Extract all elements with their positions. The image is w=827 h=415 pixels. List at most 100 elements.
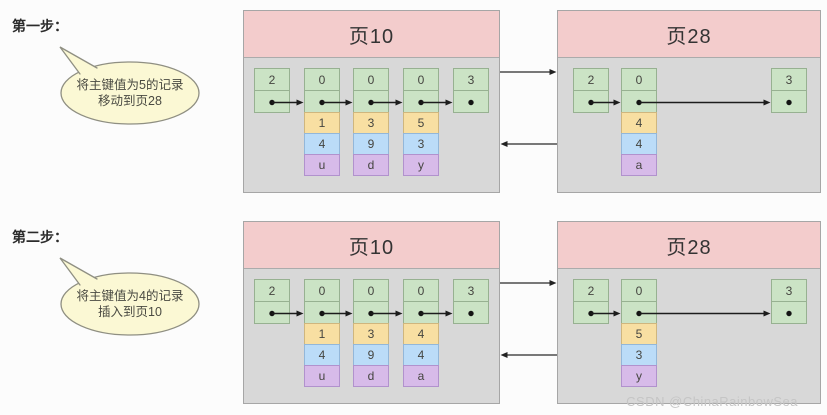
record-column: 0 4 4 a [403, 279, 439, 387]
record-type-cell: 0 [304, 279, 340, 302]
step1-label: 第一步： [12, 18, 68, 34]
record-type-cell: 3 [771, 279, 807, 302]
record-column: 0 5 3 y [403, 68, 439, 176]
speech-bubble-text: 将主键值为5的记录 移动到页28 [60, 77, 200, 109]
page-title: 页28 [666, 25, 712, 48]
third-column-cell: a [621, 154, 657, 176]
primary-key-cell: 3 [353, 323, 389, 345]
step1-page10-box: 页10 2 0 1 4 u 0 3 9 d 0 [243, 10, 500, 193]
record-type-cell: 2 [573, 279, 609, 302]
step2-page28-box: 页28 2 0 5 3 y 3 [557, 221, 821, 404]
next-record-pointer-cell [621, 301, 657, 324]
record-column-supremum: 3 [771, 279, 807, 324]
record-column: 0 4 4 a [621, 68, 657, 176]
bubble-line: 插入到页10 [98, 305, 162, 319]
next-record-pointer-cell [771, 90, 807, 113]
next-record-pointer-cell [353, 301, 389, 324]
record-type-cell: 2 [254, 68, 290, 91]
second-column-cell: 4 [304, 133, 340, 155]
primary-key-cell: 3 [353, 112, 389, 134]
record-type-cell: 0 [304, 68, 340, 91]
page-header: 页28 [558, 11, 820, 58]
third-column-cell: u [304, 154, 340, 176]
record-type-cell: 0 [353, 279, 389, 302]
step1-page28-box: 页28 2 0 4 4 a 3 [557, 10, 821, 193]
next-record-pointer-cell [453, 90, 489, 113]
third-column-cell: d [353, 154, 389, 176]
step1-speech-bubble: 将主键值为5的记录 移动到页28 [40, 40, 220, 140]
page-records-area: 2 0 5 3 y 3 [558, 269, 820, 403]
third-column-cell: y [403, 154, 439, 176]
record-column: 0 1 4 u [304, 279, 340, 387]
record-type-cell: 0 [403, 68, 439, 91]
step2-label: 第二步： [12, 229, 68, 245]
record-type-cell: 2 [254, 279, 290, 302]
third-column-cell: d [353, 365, 389, 387]
primary-key-cell: 5 [621, 323, 657, 345]
record-column-supremum: 3 [453, 68, 489, 113]
page-title: 页28 [666, 236, 712, 259]
speech-bubble-shape [59, 46, 200, 125]
page-header: 页10 [244, 11, 499, 58]
next-record-pointer-cell [254, 90, 290, 113]
record-type-cell: 3 [453, 68, 489, 91]
record-type-cell: 0 [403, 279, 439, 302]
second-column-cell: 4 [621, 133, 657, 155]
primary-key-cell: 5 [403, 112, 439, 134]
record-column-infimum: 2 [573, 68, 609, 113]
bubble-line: 移动到页28 [98, 94, 162, 108]
next-record-pointer-cell [403, 90, 439, 113]
next-record-pointer-cell [453, 301, 489, 324]
second-column-cell: 4 [403, 344, 439, 366]
next-record-pointer-cell [403, 301, 439, 324]
third-column-cell: y [621, 365, 657, 387]
page-header: 页28 [558, 222, 820, 269]
next-record-pointer-cell [254, 301, 290, 324]
record-column: 0 5 3 y [621, 279, 657, 387]
next-record-pointer-cell [304, 90, 340, 113]
page-records-area: 2 0 4 4 a 3 [558, 58, 820, 192]
second-column-cell: 9 [353, 133, 389, 155]
second-column-cell: 9 [353, 344, 389, 366]
step2-speech-bubble: 将主键值为4的记录 插入到页10 [40, 251, 220, 351]
speech-bubble-shape [59, 257, 200, 336]
record-column-supremum: 3 [771, 68, 807, 113]
step2-page10-box: 页10 2 0 1 4 u 0 3 9 d 0 [243, 221, 500, 404]
record-column: 0 3 9 d [353, 68, 389, 176]
primary-key-cell: 1 [304, 323, 340, 345]
next-record-pointer-cell [573, 301, 609, 324]
primary-key-cell: 4 [621, 112, 657, 134]
record-type-cell: 2 [573, 68, 609, 91]
primary-key-cell: 1 [304, 112, 340, 134]
page-doubly-linked-arrows [500, 69, 557, 147]
record-type-cell: 3 [771, 68, 807, 91]
record-type-cell: 0 [353, 68, 389, 91]
speech-bubble-text: 将主键值为4的记录 插入到页10 [60, 288, 200, 320]
second-column-cell: 3 [403, 133, 439, 155]
record-type-cell: 3 [453, 279, 489, 302]
record-column-infimum: 2 [573, 279, 609, 324]
page-title: 页10 [348, 236, 395, 259]
next-record-pointer-cell [353, 90, 389, 113]
watermark: CSDN @ChinaRainbowSea [626, 394, 798, 409]
page-header: 页10 [244, 222, 499, 269]
next-record-pointer-cell [304, 301, 340, 324]
second-column-cell: 4 [304, 344, 340, 366]
primary-key-cell: 4 [403, 323, 439, 345]
record-type-cell: 0 [621, 68, 657, 91]
next-record-pointer-cell [621, 90, 657, 113]
bubble-line: 将主键值为5的记录 [76, 78, 184, 92]
record-column-infimum: 2 [254, 279, 290, 324]
page-doubly-linked-arrows [500, 280, 557, 358]
record-column-infimum: 2 [254, 68, 290, 113]
record-column-supremum: 3 [453, 279, 489, 324]
page-title: 页10 [348, 25, 395, 48]
page-records-area: 2 0 1 4 u 0 3 9 d 0 4 4 a [244, 269, 499, 403]
next-record-pointer-cell [771, 301, 807, 324]
record-column: 0 1 4 u [304, 68, 340, 176]
record-column: 0 3 9 d [353, 279, 389, 387]
third-column-cell: u [304, 365, 340, 387]
second-column-cell: 3 [621, 344, 657, 366]
bubble-line: 将主键值为4的记录 [76, 289, 184, 303]
